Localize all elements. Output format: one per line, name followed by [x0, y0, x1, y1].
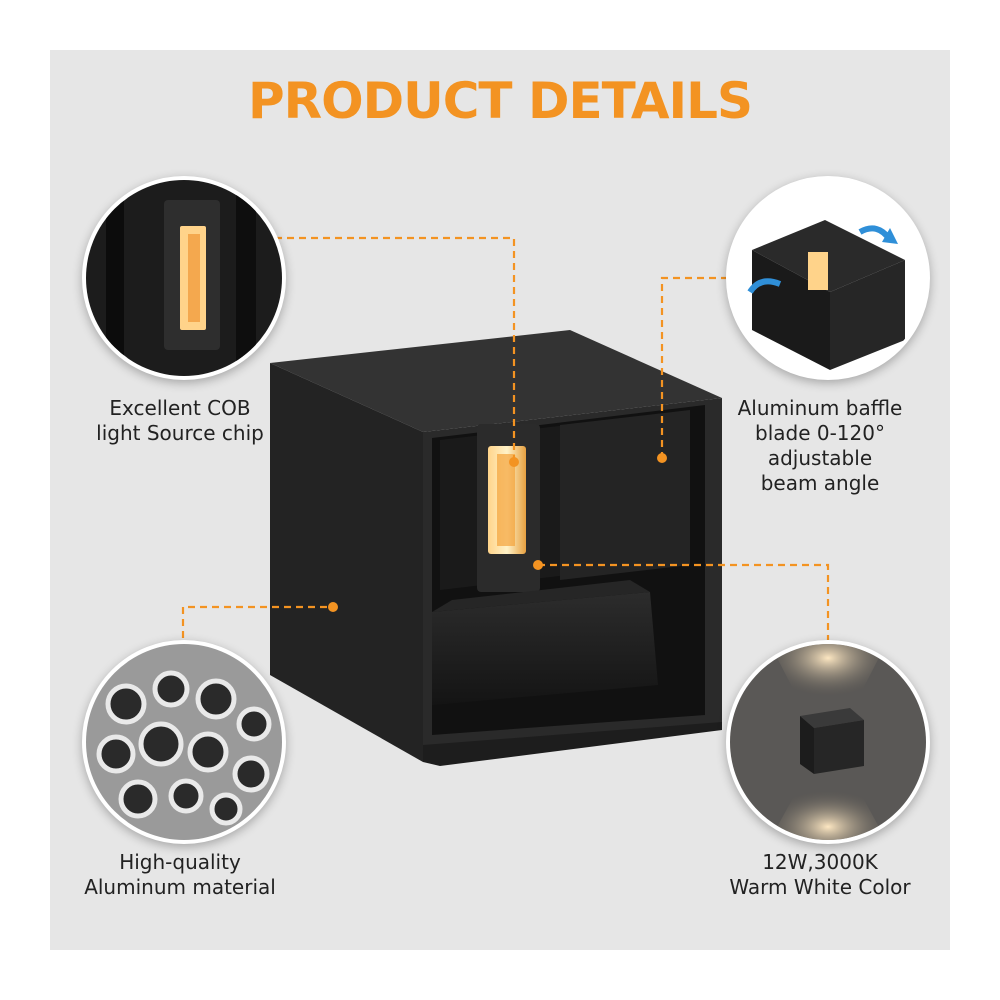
callout-material: High-quality Aluminum material [60, 850, 300, 900]
warm-white-color-image [726, 640, 930, 844]
callout-color: 12W,3000K Warm White Color [700, 850, 940, 900]
callout-material-line2: Aluminum material [84, 875, 276, 899]
callout-baffle-line3: adjustable [767, 446, 873, 470]
cob-chip-closeup-image [82, 176, 286, 380]
baffle-closeup-image [726, 176, 930, 380]
lamp-top-face [270, 330, 722, 432]
lamp-bottom-lip [423, 720, 722, 766]
aluminum-material-image [82, 640, 286, 844]
callout-material-line1: High-quality [119, 850, 241, 874]
connector-baffle [660, 276, 728, 458]
marker-color [533, 560, 543, 570]
lamp-lower-block [432, 592, 658, 705]
marker-material [328, 602, 338, 612]
marker-baffle [657, 453, 667, 463]
lamp-right-baffle [560, 410, 690, 580]
marker-cob [509, 457, 519, 467]
connector-cob [275, 236, 516, 462]
callout-cob-line1: Excellent COB [109, 396, 251, 420]
callout-baffle-line2: blade 0-120° [755, 421, 885, 445]
callout-color-line2: Warm White Color [729, 875, 911, 899]
callout-baffle-line1: Aluminum baffle [737, 396, 903, 420]
lamp-left-side [270, 363, 423, 762]
callout-cob-line2: light Source chip [96, 421, 264, 445]
callout-baffle-line4: beam angle [760, 471, 880, 495]
callout-color-line1: 12W,3000K [762, 850, 878, 874]
connector-color [538, 563, 830, 640]
page-title: PRODUCT DETAILS [247, 72, 753, 130]
connector-material [181, 605, 333, 638]
callout-cob-chip: Excellent COB light Source chip [60, 396, 300, 446]
callout-baffle: Aluminum baffle blade 0-120° adjustable … [700, 396, 940, 496]
